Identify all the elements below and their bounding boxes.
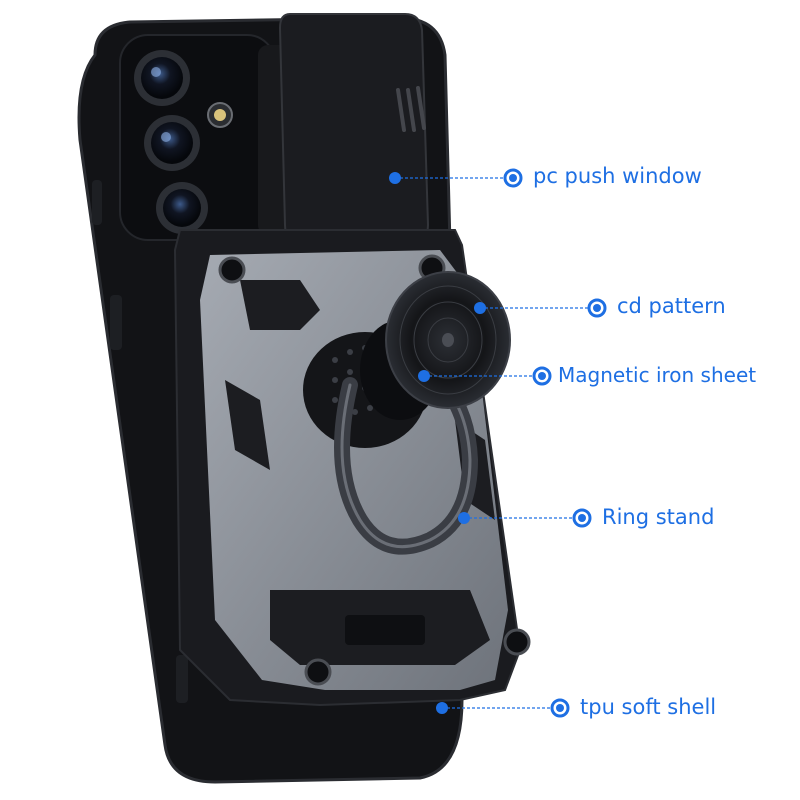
side-button-lower <box>110 295 122 350</box>
pc-push-window-cover <box>278 13 430 241</box>
callout-dots <box>389 168 607 718</box>
camera-lens-middle <box>144 115 200 171</box>
blue-dot-icon <box>458 512 470 524</box>
callout-pc-push-window-label: pc push window <box>533 164 702 188</box>
blue-dot-icon <box>474 302 486 314</box>
side-button-upper <box>92 180 102 225</box>
camera-lens-bottom <box>156 182 208 234</box>
blue-dot-icon <box>389 172 401 184</box>
callout-cd-pattern-label: cd pattern <box>617 294 726 318</box>
callout-magnetic-iron-sheet-label: Magnetic iron sheet <box>558 363 757 387</box>
callout-leaders <box>395 177 597 709</box>
camera-lens-top <box>134 50 190 106</box>
callout-tpu-soft-shell-label: tpu soft shell <box>580 695 717 719</box>
side-port <box>176 655 188 703</box>
blue-dot-icon <box>436 702 448 714</box>
callout-ring-stand-label: Ring stand <box>602 505 715 529</box>
blue-dot-icon <box>418 370 430 382</box>
